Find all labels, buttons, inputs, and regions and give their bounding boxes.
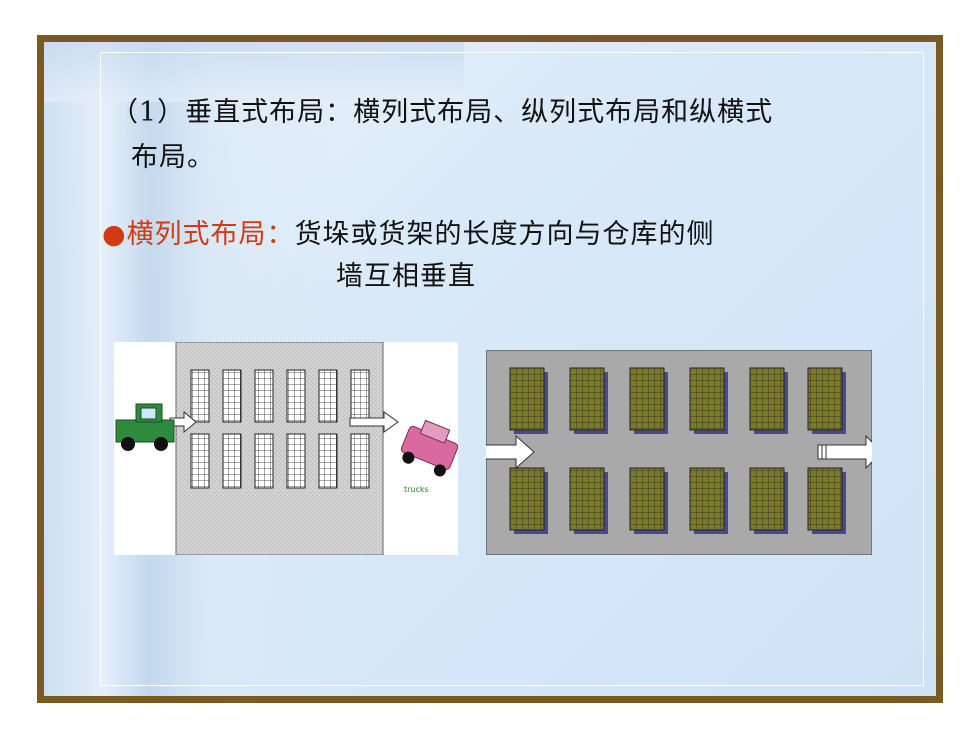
- heading-line-2: 布局。: [131, 142, 215, 173]
- warehouse-with-trucks-illustration: trucks: [114, 342, 458, 555]
- bullet-definition: 货垛或货架的长度方向与仓库的侧: [294, 219, 715, 250]
- outbound-arrow: [817, 434, 872, 470]
- bullet-continuation: 墙互相垂直: [336, 261, 476, 292]
- slide-frame: （1）垂直式布局：横列式布局、纵列式布局和纵横式 布局。 ●横列式布局：货垛或货…: [37, 35, 943, 703]
- pink-truck-icon: [400, 419, 458, 477]
- heading-line-1: （1）垂直式布局：横列式布局、纵列式布局和纵横式: [111, 97, 774, 128]
- storage-racks: [509, 367, 846, 534]
- bullet-term: 横列式布局：: [126, 219, 295, 250]
- bullet-line: ●横列式布局：货垛或货架的长度方向与仓库的侧: [102, 212, 715, 251]
- green-truck-icon: [115, 403, 175, 451]
- warehouse-floor: [175, 342, 384, 555]
- outbound-arrow: [349, 411, 399, 433]
- inner-border: [100, 52, 924, 686]
- slide: （1）垂直式布局：横列式布局、纵列式布局和纵横式 布局。 ●横列式布局：货垛或货…: [44, 42, 936, 696]
- inbound-arrow: [486, 434, 535, 470]
- storage-racks: [190, 369, 370, 489]
- warehouse-layout-diagram: [486, 350, 872, 555]
- bullet-dot: ●: [102, 219, 127, 250]
- truck-caption: trucks: [404, 485, 429, 494]
